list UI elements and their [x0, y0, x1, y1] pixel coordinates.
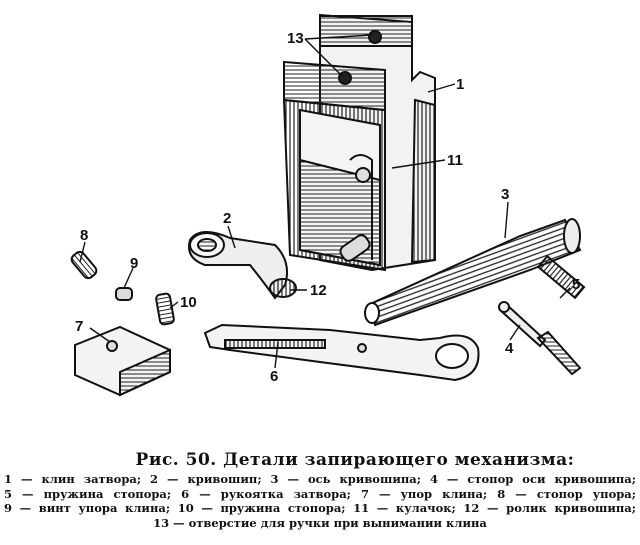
- caption-line-2: 5 — пружина стопора; 6 — рукоятка затвор…: [4, 486, 636, 501]
- axle-stopper: [498, 301, 582, 376]
- caption-line-1: 1 — клин затвора; 2 — кривошип; 3 — ось …: [4, 472, 636, 486]
- callout-3: 3: [501, 186, 510, 203]
- callout-7: 7: [75, 318, 84, 335]
- wedge-stop: [74, 325, 171, 397]
- callout-2: 2: [223, 210, 232, 227]
- callout-5: 5: [572, 276, 581, 293]
- callout-4: 4: [505, 340, 514, 357]
- callout-9: 9: [130, 255, 139, 272]
- caption-title: Рис. 50. Детали запирающего механизма:: [135, 450, 575, 470]
- callout-1: 1: [456, 76, 465, 93]
- callout-11: 11: [447, 152, 463, 169]
- screw-9: [115, 287, 133, 301]
- caption-line-3: 9 — винт упора клина; 10 — пружина стопо…: [4, 501, 636, 515]
- callout-8: 8: [80, 227, 89, 244]
- mechanism-illustration: 13 1 11 3 2 8 9 5 12 10 7 4 6: [70, 13, 586, 397]
- technical-drawing: [70, 13, 586, 397]
- figure-caption: Рис. 50. Детали запирающего механизма: 1…: [0, 450, 640, 530]
- breech-wedge: [282, 13, 436, 272]
- callout-13: 13: [287, 30, 304, 47]
- crank: [188, 231, 297, 300]
- breech-handle: [203, 323, 480, 382]
- caption-line-4: 13 — отверстие для ручки при вынимании к…: [153, 515, 487, 530]
- callout-6: 6: [270, 368, 279, 385]
- crank-axle: [364, 218, 582, 327]
- stopper-8: [70, 250, 98, 280]
- callout-10: 10: [180, 294, 197, 311]
- callout-12: 12: [310, 282, 327, 299]
- spring-5: [536, 254, 586, 300]
- callout-leaders: [79, 34, 571, 369]
- spring-10: [155, 292, 175, 326]
